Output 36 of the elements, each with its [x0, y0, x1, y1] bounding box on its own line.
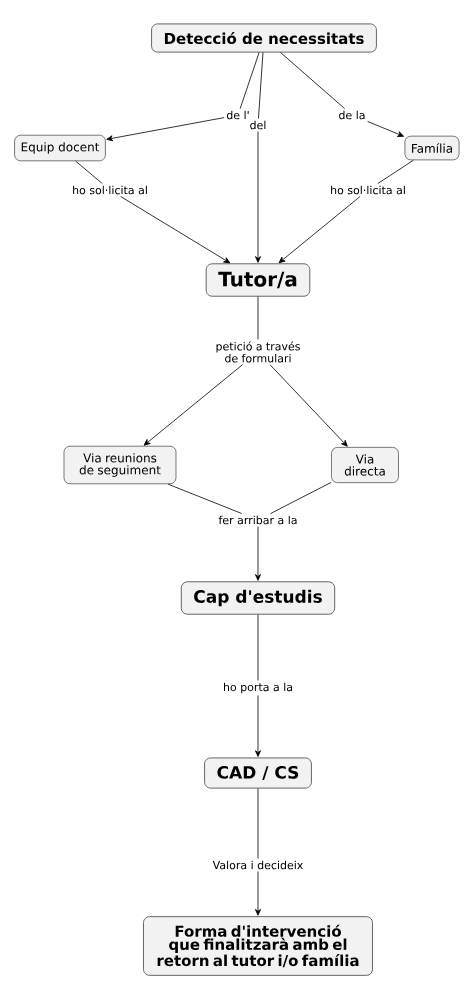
concept-box: Via directa: [331, 447, 399, 483]
concept-box: CAD / CS: [204, 757, 312, 789]
concept-box: Forma d'intervenció que finalitzarà amb el retorn al tutor i/o família: [143, 916, 373, 976]
arrow: [269, 364, 348, 447]
arrow: [106, 117, 225, 142]
arrow: [255, 871, 261, 916]
connector-line: [258, 52, 264, 119]
concept-box: Equip docent: [14, 134, 106, 162]
arrow: [367, 121, 404, 137]
arrow: [255, 131, 261, 263]
linking-phrase: ho sol·licita al: [70, 183, 150, 197]
connector-line: [239, 52, 260, 109]
connector-line: [257, 296, 259, 340]
concept-box: Via reunions de seguiment: [63, 445, 177, 485]
arrow: [255, 695, 261, 757]
arrow: [278, 196, 361, 264]
linking-phrase: Valora i decideix: [210, 858, 306, 872]
linking-phrase: ho porta a la: [221, 680, 295, 696]
concept-box: Família: [404, 135, 460, 161]
concept-box: Cap d'estudis: [180, 581, 336, 615]
concept-box: Detecció de necessitats: [151, 23, 377, 53]
connector-line: [167, 483, 243, 514]
connector-line: [257, 614, 259, 681]
linking-phrase: fer arribar a la: [216, 513, 300, 527]
connector-line: [257, 788, 259, 859]
concept-box: Tutor/a: [205, 263, 311, 297]
arrow: [120, 196, 231, 264]
linking-phrase: petició a través de formulari: [206, 339, 310, 365]
arrow: [143, 364, 243, 446]
connector-line: [75, 160, 103, 184]
connector-line: [280, 52, 345, 109]
linking-phrase: ho sol·licita al: [328, 183, 408, 197]
linking-phrase: de la: [336, 108, 368, 122]
connector-line: [377, 159, 414, 184]
arrow: [255, 526, 261, 581]
connector-line: [270, 482, 332, 514]
